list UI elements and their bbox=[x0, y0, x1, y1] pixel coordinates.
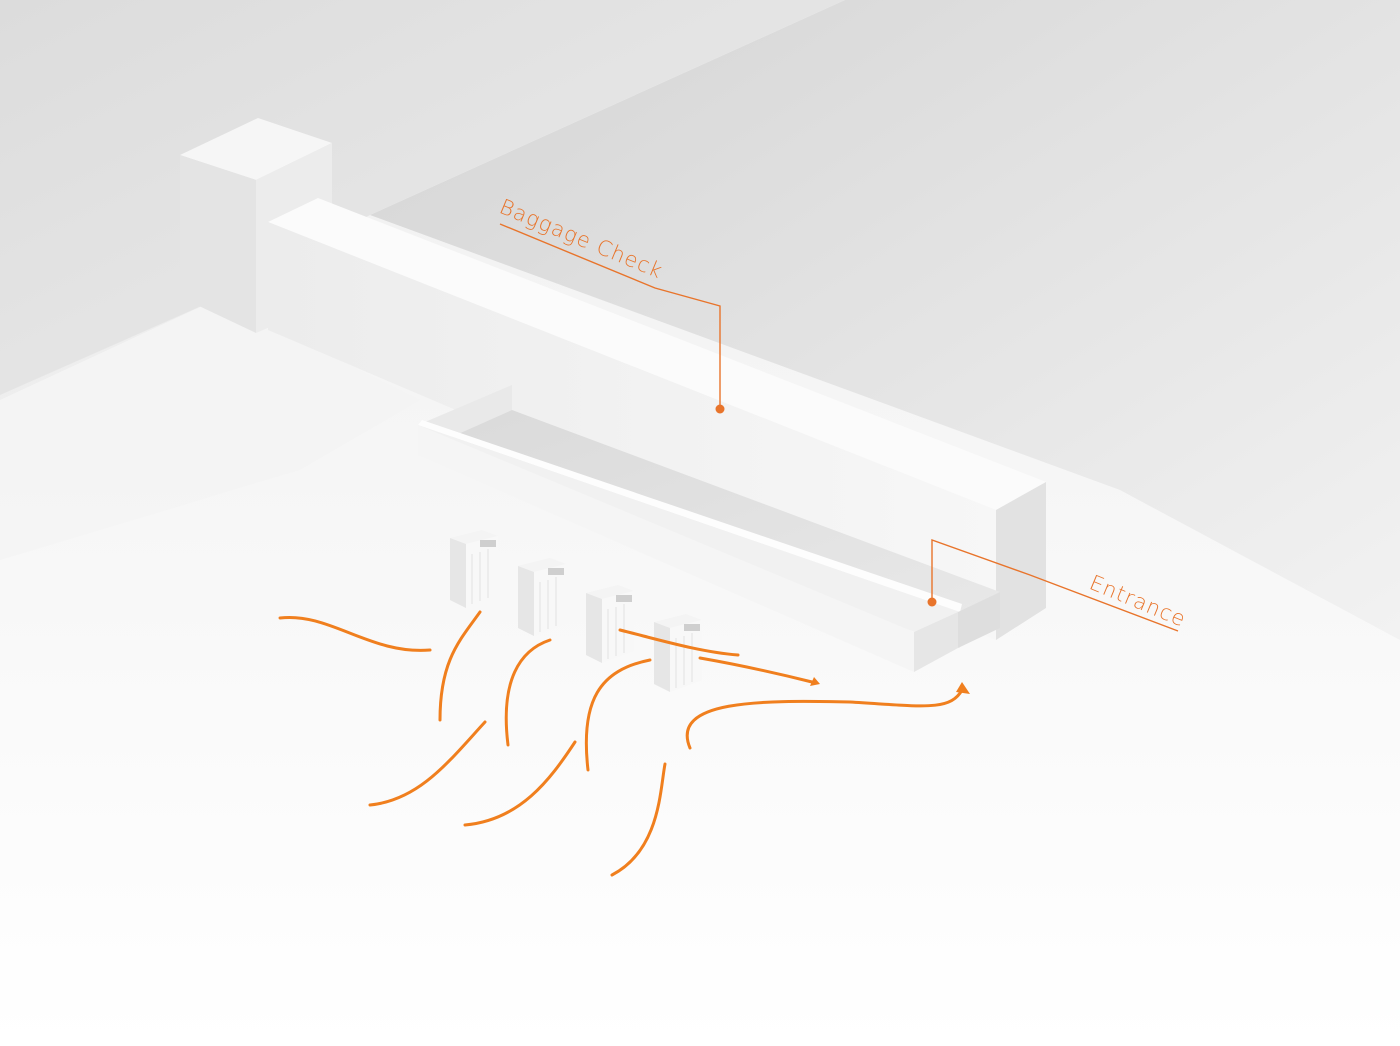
flow-path bbox=[463, 740, 577, 827]
tray-lip bbox=[418, 420, 962, 612]
gate bbox=[654, 614, 702, 692]
flow-path bbox=[584, 658, 652, 772]
flow-arrowhead bbox=[810, 677, 820, 686]
passenger-flow-paths bbox=[278, 610, 970, 877]
flow-path bbox=[698, 656, 814, 684]
counter-end-face bbox=[996, 482, 1046, 640]
entrance-marker bbox=[927, 597, 937, 607]
baggage-check-marker bbox=[715, 404, 725, 414]
flow-path bbox=[438, 610, 482, 722]
security-gates bbox=[450, 530, 702, 692]
tray-end-front bbox=[418, 425, 914, 672]
flow-path bbox=[685, 688, 964, 750]
left-wall-shadow bbox=[0, 300, 420, 560]
entrance-block-front bbox=[958, 592, 1000, 648]
tray-end-wall bbox=[914, 612, 958, 672]
gate bbox=[518, 558, 566, 636]
back-wall-right bbox=[370, 0, 1400, 640]
tray-front-wall bbox=[418, 425, 960, 648]
flow-path bbox=[278, 615, 432, 652]
column-top bbox=[180, 118, 332, 180]
flow-path bbox=[368, 720, 487, 807]
column-left-face bbox=[180, 155, 256, 333]
flow-path bbox=[618, 628, 740, 657]
flow-path bbox=[610, 762, 667, 877]
gate bbox=[450, 530, 498, 608]
flow-arrowhead bbox=[956, 682, 970, 694]
counter-top bbox=[268, 198, 1046, 510]
baggage-check-leader-line bbox=[499, 223, 721, 408]
flow-path bbox=[504, 638, 552, 747]
gate bbox=[586, 585, 634, 663]
entrance-leader-line bbox=[931, 539, 1179, 632]
tray-inner-floor bbox=[440, 410, 1000, 612]
